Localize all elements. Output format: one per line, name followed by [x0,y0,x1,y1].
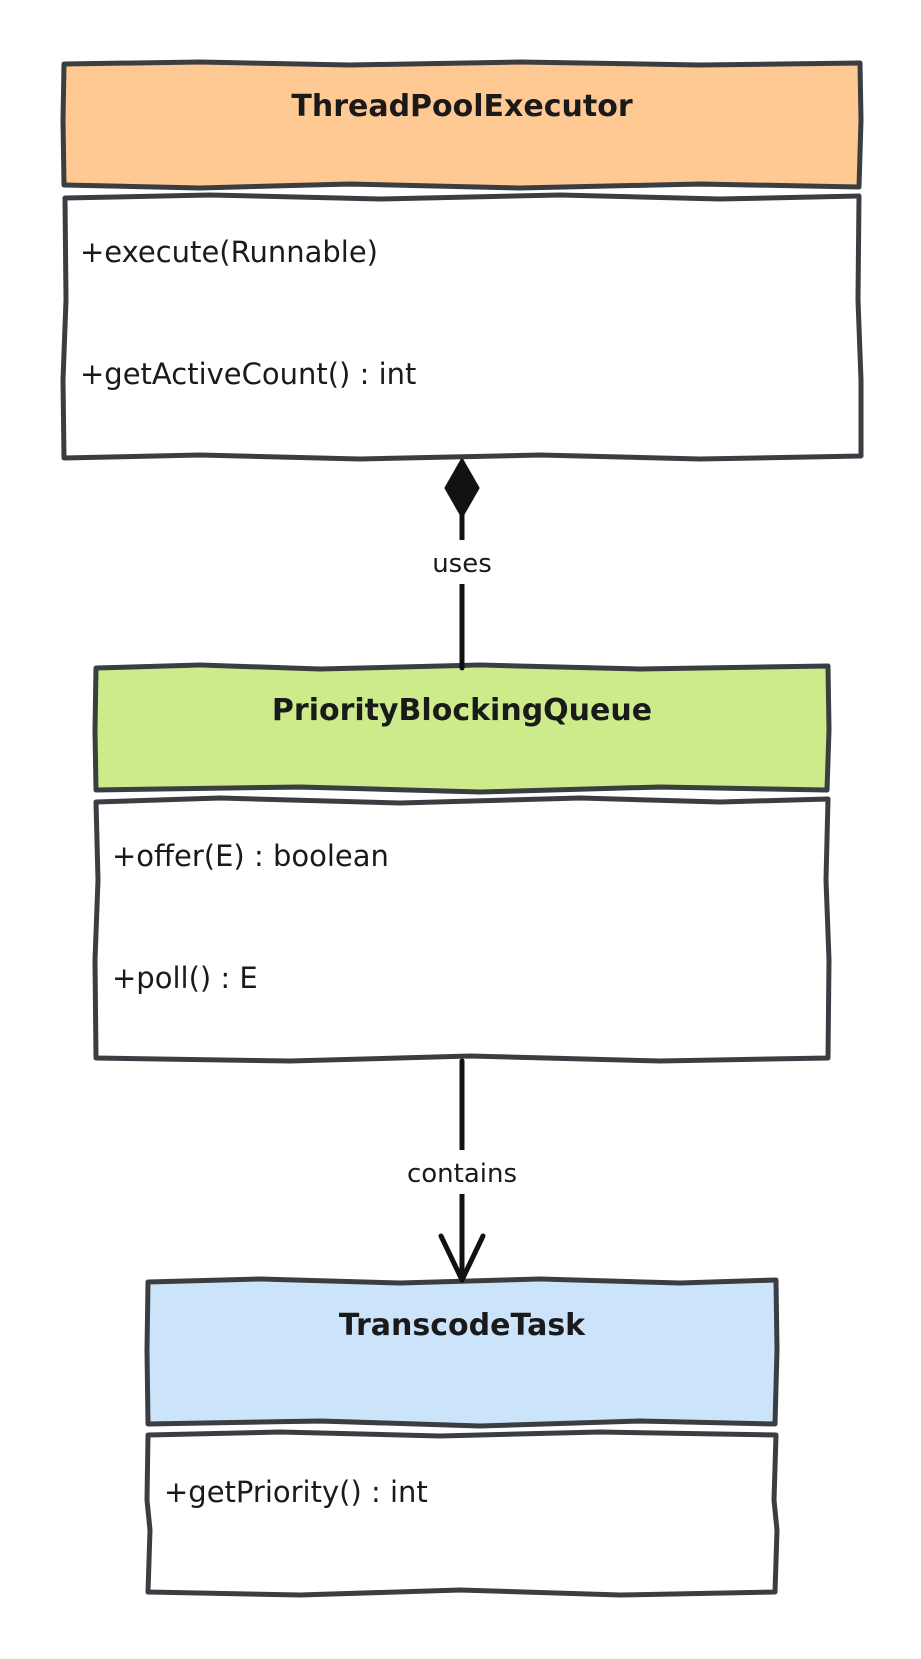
composition-diamond-icon [444,458,480,518]
class-header-outline [60,59,864,191]
class-transcodetask[interactable]: TranscodeTask +getPriority() : int [144,1276,780,1598]
relation-uses[interactable]: uses [415,458,509,671]
relation-contains[interactable]: contains [392,1058,532,1283]
class-method: +getPriority() : int [164,1475,428,1509]
class-body-outline [144,1429,780,1598]
class-header-bg [148,1282,776,1424]
class-body-outline [92,795,832,1064]
class-header-bg [96,668,828,790]
arrowhead-icon [438,1233,486,1283]
class-method: +execute(Runnable) [80,235,378,269]
class-header-outline [144,1276,780,1429]
class-title: TranscodeTask [339,1308,586,1343]
class-header-bg [64,64,860,187]
class-priorityblockingqueue[interactable]: PriorityBlockingQueue +offer(E) : boolea… [92,662,832,1064]
class-header-outline [92,662,832,795]
class-method: +poll() : E [112,961,258,995]
class-body-outline [60,192,864,462]
edge-label-background [392,1150,532,1194]
edge-label-background [415,540,509,584]
class-title: PriorityBlockingQueue [272,693,652,728]
class-title: ThreadPoolExecutor [291,89,632,124]
edge-label: uses [432,549,492,579]
edge-label: contains [407,1159,517,1189]
class-threadpoolexecutor[interactable]: ThreadPoolExecutor +execute(Runnable) +g… [60,59,864,462]
class-method: +getActiveCount() : int [80,357,416,391]
class-method: +offer(E) : boolean [112,839,389,873]
